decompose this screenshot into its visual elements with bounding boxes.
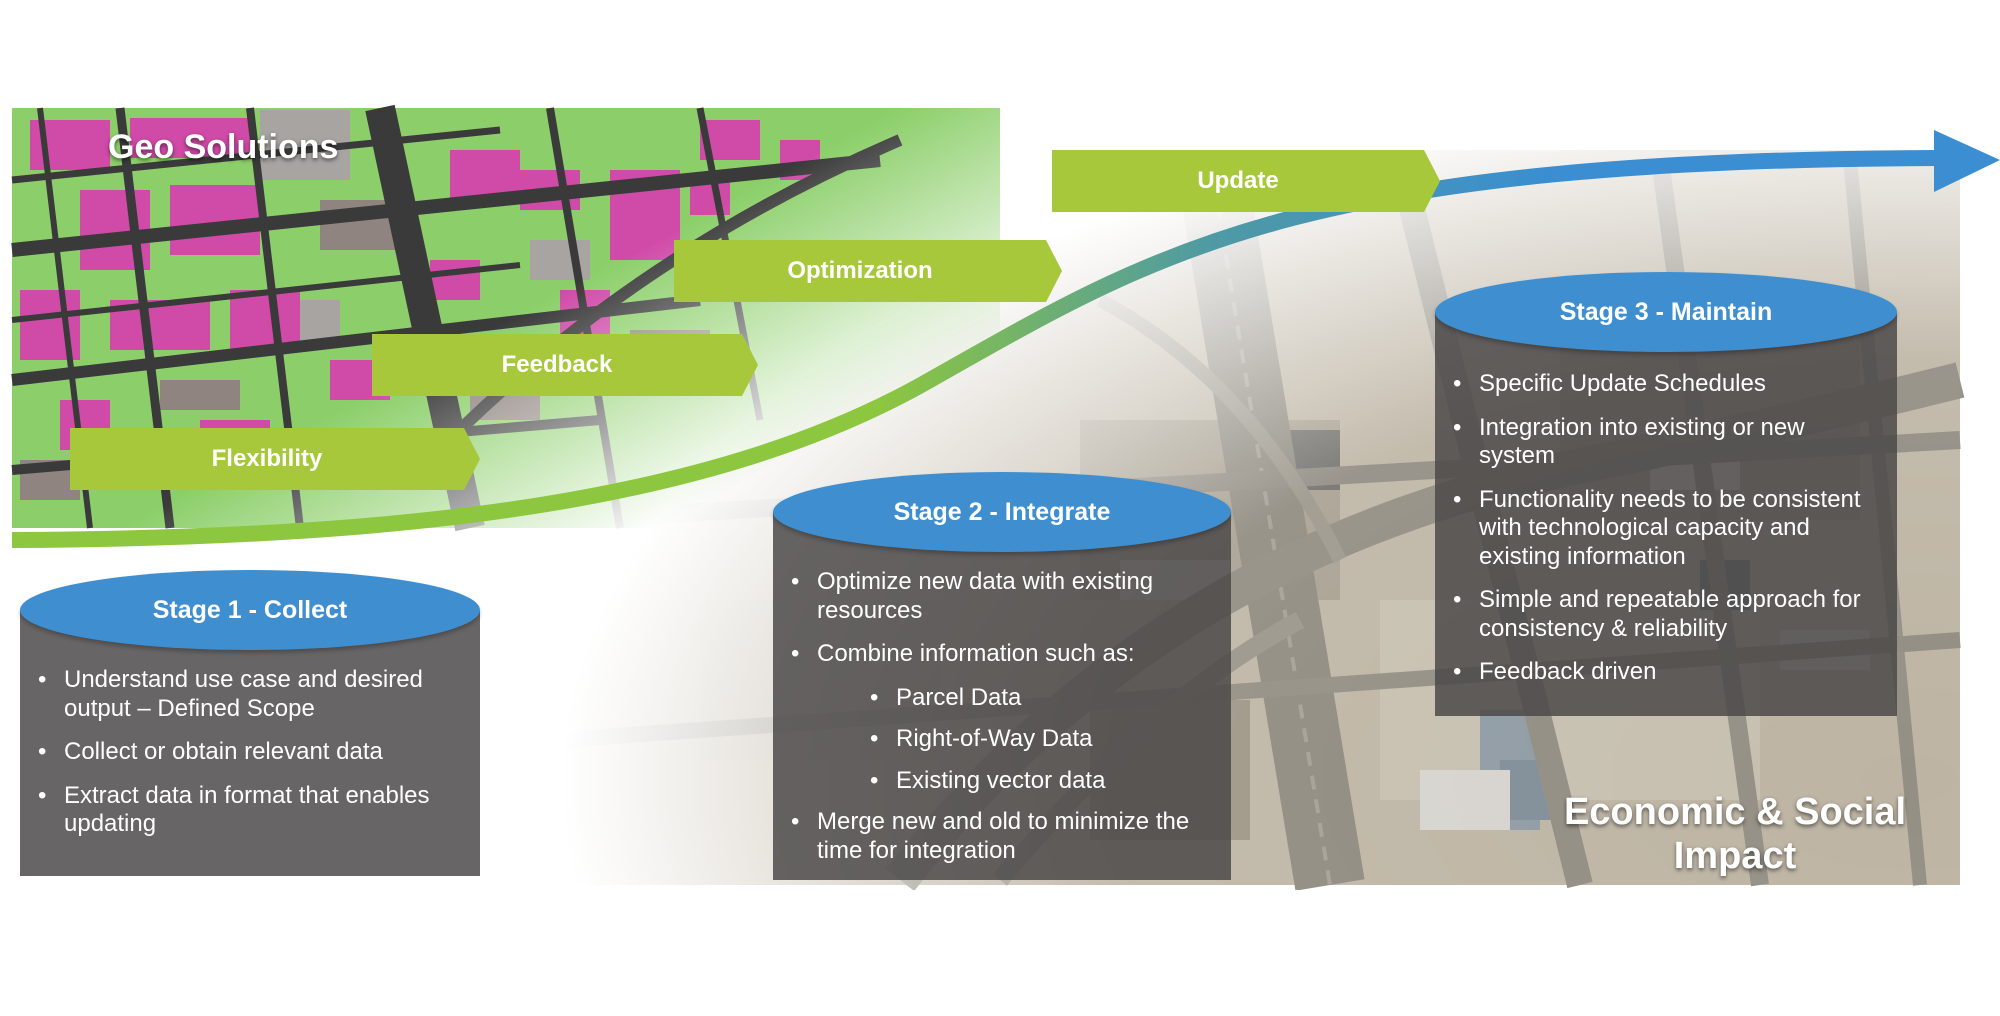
stage-1-bullet: Understand use case and desired output –… [20, 666, 480, 723]
stage-2-bullet: Combine information such as: [773, 640, 1231, 669]
stage-2-card: Stage 2 - Integrate Optimize new data wi… [773, 472, 1231, 880]
step-update-label: Update [1197, 167, 1279, 194]
growth-curve [11, 150, 1941, 548]
step-update-shape [1052, 150, 1440, 212]
stage-1-bullet: Extract data in format that enables upda… [20, 782, 480, 839]
stage-3-bullet: Functionality needs to be consistent wit… [1435, 486, 1897, 572]
curve-arrowhead [1934, 130, 2000, 192]
stage-3-card: Stage 3 - Maintain Specific Update Sched… [1435, 272, 1897, 716]
stage-3-bullet: Integration into existing or new system [1435, 414, 1897, 471]
stage-3-bullet: Feedback driven [1435, 658, 1897, 687]
stage-1-bullets: Understand use case and desired output –… [20, 666, 480, 854]
stage-2-sub-bullet: Right-of-Way Data [773, 725, 1231, 754]
step-optimization: Optimization [674, 240, 1062, 302]
step-optimization-label: Optimization [787, 257, 933, 284]
stage-1-card: Stage 1 - Collect Understand use case an… [20, 570, 480, 876]
step-flexibility-shape [70, 428, 480, 490]
step-feedback-shape [372, 334, 758, 396]
economic-social-impact-title: Economic & Social Impact [1563, 791, 1907, 877]
stage-3-bullet: Simple and repeatable approach for consi… [1435, 586, 1897, 643]
step-feedback-label: Feedback [501, 351, 613, 378]
stage-2-bullet: Merge new and old to minimize the time f… [773, 808, 1231, 865]
step-flexibility-label: Flexibility [211, 445, 323, 472]
stage-1-title: Stage 1 - Collect [20, 570, 480, 650]
step-feedback: Feedback [372, 334, 758, 396]
stage-2-bullet: Optimize new data with existing resource… [773, 568, 1231, 625]
stage-2-sub-bullet: Existing vector data [773, 767, 1231, 796]
stage-1-bullet: Collect or obtain relevant data [20, 738, 480, 767]
stage-2-bullets: Optimize new data with existing resource… [773, 568, 1231, 880]
stage-3-bullets: Specific Update Schedules Integration in… [1435, 370, 1897, 702]
stage-2-sub-bullet: Parcel Data [773, 684, 1231, 713]
geo-solutions-title: Geo Solutions [108, 128, 339, 166]
stage-3-title: Stage 3 - Maintain [1435, 272, 1897, 352]
stage-2-title: Stage 2 - Integrate [773, 472, 1231, 552]
step-optimization-shape [674, 240, 1062, 302]
stage-3-bullet: Specific Update Schedules [1435, 370, 1897, 399]
step-flexibility: Flexibility [70, 428, 480, 490]
step-update: Update [1052, 150, 1440, 212]
